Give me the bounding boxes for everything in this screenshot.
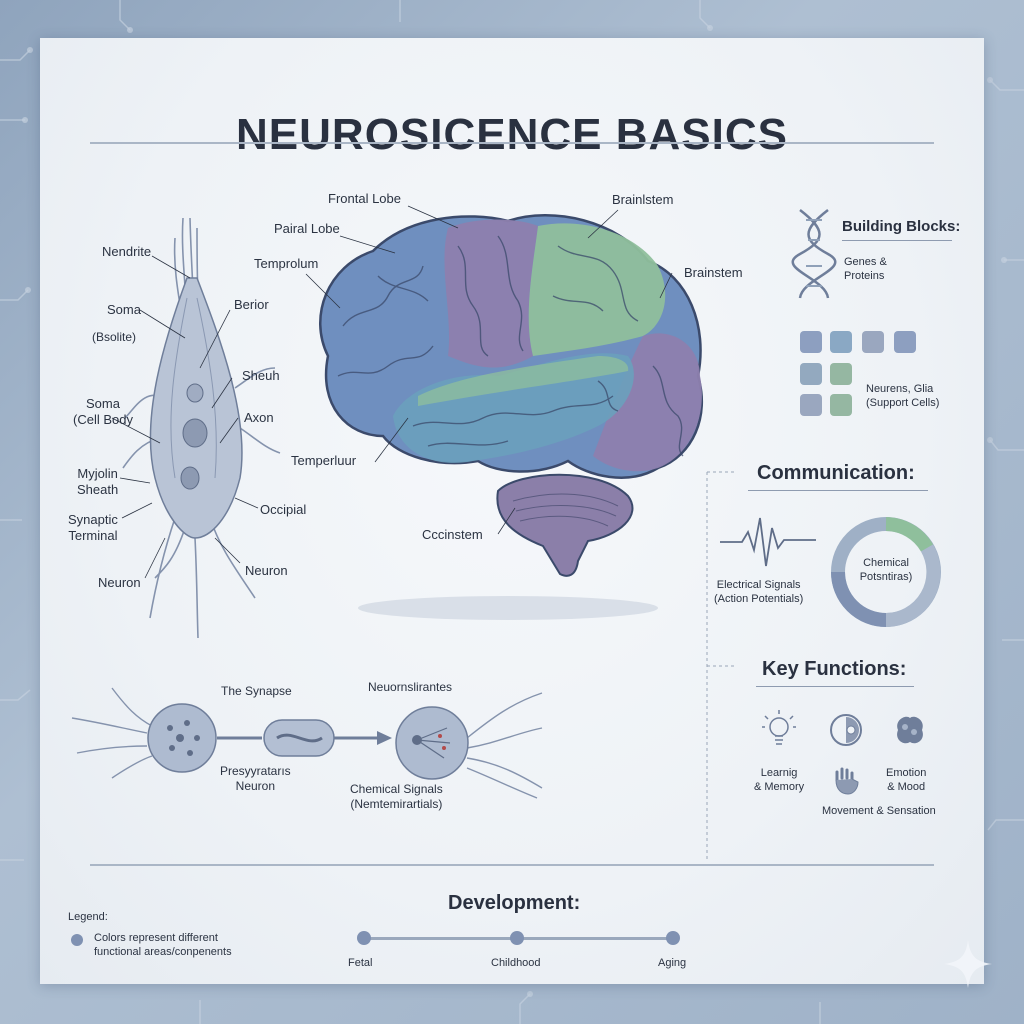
label-nendrite: Nendrite	[102, 244, 152, 259]
label-neuron-left: Neuron	[98, 575, 141, 590]
cell-tile	[862, 331, 884, 353]
title-divider	[90, 142, 934, 144]
communication-underline	[748, 490, 928, 491]
label-neurotransmitters: Neuornslirantes	[368, 680, 453, 694]
chemical-donut	[831, 517, 941, 627]
label-brainstem-right: Brainstem	[684, 265, 743, 280]
timeline-dot-childhood	[510, 931, 524, 945]
cell-tile	[800, 363, 822, 385]
label-soma-cell-body: Soma (Cell Body	[73, 396, 133, 427]
timeline-label-aging: Aging	[658, 957, 687, 969]
label-soma-paren: (Bsolite)	[92, 330, 137, 344]
key-functions-title: Key Functions:	[762, 658, 907, 680]
timeline-dot-aging	[666, 931, 680, 945]
sparkle-icon	[944, 940, 992, 988]
label-chemical-signals: Chemical Signals (Nemtemirartials)	[350, 782, 443, 811]
label-soma-top: Soma	[107, 302, 141, 317]
label-learning-memory: Learnig & Memory	[754, 767, 805, 793]
cell-tile	[830, 363, 852, 385]
label-neurons-glia: Neurens, Glia (Support Cells)	[866, 383, 940, 409]
cell-tile	[800, 394, 822, 416]
label-presynaptic-neuron: Presyyratarıs Neuron	[220, 764, 291, 793]
hand-icon	[835, 767, 859, 795]
label-electrical-signals: Electrical Signals (Action Potentials)	[714, 579, 804, 605]
cell-tile	[830, 331, 852, 353]
legend-dot	[71, 934, 83, 946]
key-functions-underline	[756, 686, 914, 687]
dna-icon	[791, 209, 837, 299]
synapse-diagram	[71, 687, 543, 799]
label-sheuh: Sheuh	[242, 368, 280, 383]
label-occipital: Occipial	[260, 502, 307, 517]
timeline-dot-fetal	[357, 931, 371, 945]
building-blocks-underline	[842, 240, 952, 241]
cell-tile	[800, 331, 822, 353]
label-parietal-lobe: Pairal Lobe	[274, 221, 340, 236]
label-berior: Berior	[234, 297, 269, 312]
label-brainstem-top: Brainlstem	[612, 192, 674, 207]
label-emotion-mood: Emotion & Mood	[886, 767, 927, 793]
label-genes-proteins: Genes & Proteins	[844, 256, 887, 282]
page-title: NEUROSICENCE BASICS	[236, 110, 788, 159]
cell-tile	[830, 394, 852, 416]
bottom-divider	[90, 864, 934, 866]
brain-illustration	[319, 214, 703, 620]
label-chemical-potentials: Chemical Potsntiras)	[859, 557, 913, 583]
label-myelin-sheath: Myjolin Sheath	[77, 466, 119, 497]
legend-title: Legend:	[68, 911, 108, 923]
building-blocks-title: Building Blocks:	[842, 218, 961, 235]
label-axon: Axon	[244, 410, 274, 425]
timeline-label-childhood: Childhood	[491, 957, 541, 969]
label-synaptic-terminal: Synaptic Terminal	[68, 512, 118, 543]
legend-text: Colors represent different functional ar…	[94, 932, 232, 958]
communication-bracket	[706, 471, 734, 862]
label-the-synapse: The Synapse	[221, 684, 292, 698]
label-neuron-right: Neuron	[245, 563, 288, 578]
label-movement-sensation: Movement & Sensation	[822, 805, 936, 817]
communication-title: Communication:	[757, 462, 915, 484]
cell-tile	[894, 331, 916, 353]
action-potential-wave	[720, 517, 816, 567]
timeline-label-fetal: Fetal	[348, 957, 373, 969]
infographic-card: NEUROSICENCE BASICS	[40, 38, 984, 984]
label-temporum: Temprolum	[254, 256, 319, 271]
development-title: Development:	[448, 892, 581, 914]
emotion-brain-icon	[897, 716, 923, 744]
lightbulb-icon	[762, 710, 796, 745]
label-cccinstem: Cccinstem	[422, 527, 483, 542]
brain-gear-icon	[830, 714, 862, 746]
label-frontal-lobe: Frontal Lobe	[328, 191, 401, 206]
label-temperluur: Temperluur	[291, 453, 357, 468]
